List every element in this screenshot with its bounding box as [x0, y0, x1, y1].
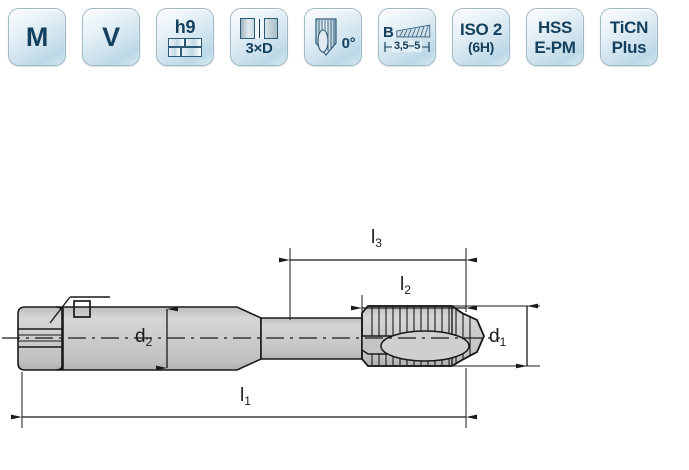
badge-label: TiCN — [609, 17, 649, 37]
badge-label: HSS — [537, 17, 573, 37]
dimension-label-d2: d2 — [135, 326, 153, 349]
badge-content: V — [83, 9, 139, 65]
badge-depth-3xd[interactable]: 3×D — [230, 8, 288, 66]
badge-content: 3×D — [231, 9, 287, 65]
badge-label: h9 — [174, 16, 196, 37]
chamfer-teeth-icon — [395, 24, 430, 38]
dim-subscript: 3 — [375, 236, 382, 250]
dimension-label-l2: l2 — [400, 274, 411, 297]
dimension-l1 — [11, 368, 477, 428]
badge-label: 3×D — [245, 40, 273, 57]
machine-tap-drawing: d2 d1 l3 l2 l1 — [0, 80, 689, 465]
tolerance-bars-icon — [168, 37, 202, 57]
dim-subscript: 1 — [499, 335, 507, 349]
tap-drawing-svg — [2, 248, 540, 428]
badge-label: B — [383, 24, 394, 41]
tap-point-icon — [315, 18, 337, 56]
badge-content: M — [9, 9, 65, 65]
dim-symbol: l — [371, 227, 376, 248]
badge-sublabel: E-PM — [534, 37, 576, 57]
dim-subscript: 1 — [244, 394, 251, 408]
dim-symbol: d — [135, 326, 146, 347]
badge-application-v[interactable]: V — [82, 8, 140, 66]
badge-content: TiCN Plus — [601, 9, 657, 65]
badge-sublabel: (6H) — [467, 38, 495, 55]
badge-tolerance-h9[interactable]: h9 — [156, 8, 214, 66]
dimension-l2 — [289, 248, 477, 316]
dim-subscript: 2 — [404, 283, 411, 297]
badge-label: V — [102, 21, 120, 52]
dimension-label-l1: l1 — [240, 385, 251, 408]
dimension-label-l3: l3 — [371, 227, 382, 250]
square-drive-callout — [49, 296, 110, 324]
badge-material-hss-epm[interactable]: HSS E-PM — [526, 8, 584, 66]
dim-symbol: l — [240, 385, 245, 406]
dim-symbol: d — [489, 326, 500, 347]
badge-content: B 3,5–5 — [379, 9, 435, 65]
badge-sublabel: Plus — [611, 37, 647, 57]
dim-subscript: 2 — [145, 335, 153, 349]
dim-symbol: l — [400, 274, 405, 295]
badge-content: 0° — [305, 9, 361, 65]
badge-label: 0° — [341, 34, 356, 52]
badge-spiral-angle-0[interactable]: 0° — [304, 8, 362, 66]
badge-material-group-m[interactable]: M — [8, 8, 66, 66]
badge-sublabel: 3,5–5 — [391, 40, 423, 52]
badge-label: ISO 2 — [460, 19, 502, 39]
product-attribute-icon-strip: M V h9 3×D — [0, 0, 689, 80]
badge-coating-ticn-plus[interactable]: TiCN Plus — [600, 8, 658, 66]
hole-depth-icon — [240, 18, 278, 39]
badge-label: M — [25, 21, 49, 52]
badge-content: HSS E-PM — [527, 9, 583, 65]
badge-thread-tolerance-iso2[interactable]: ISO 2 (6H) — [452, 8, 510, 66]
badge-content: ISO 2 (6H) — [453, 9, 509, 65]
badge-chamfer-form-b[interactable]: B 3,5–5 — [378, 8, 436, 66]
badge-content: h9 — [157, 9, 213, 65]
dimension-label-d1: d1 — [489, 326, 507, 349]
